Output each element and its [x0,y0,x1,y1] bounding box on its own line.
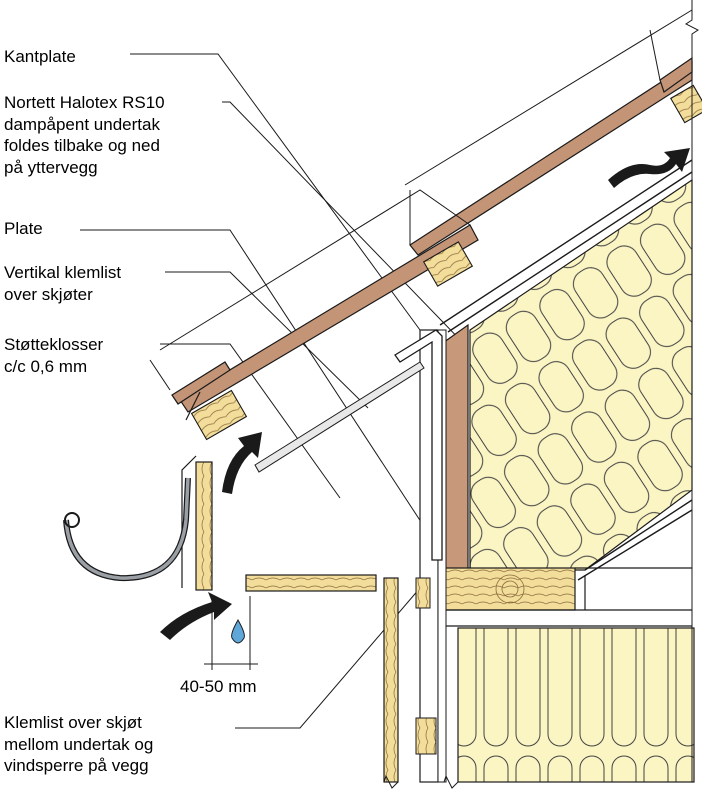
airflow-arrows [160,148,690,640]
wall-insulation [457,627,695,783]
water-drop-icon [231,618,245,644]
leader-undertak [222,101,469,349]
label-plate: Plate [4,219,43,238]
leader-kantplate [130,53,421,331]
fascia-board [181,391,213,591]
label-klemlist-skjot: Klemlist over skjøt mellom undertak og v… [4,713,154,775]
kantplate-flashing [394,329,443,561]
soffit-board [245,574,377,592]
leader-klemlist-skjot [235,587,421,729]
leader-klemlist [165,271,369,409]
label-kantplate: Kantplate [4,47,76,66]
gutter [63,477,191,582]
dimension-label: 40-50 mm [180,677,257,696]
tile-outlines [149,9,693,391]
roof-tiles [171,56,693,413]
break-marks [383,0,699,789]
plate-strip [254,361,425,473]
top-plate-beam [444,567,576,611]
label-undertak: Nortett Halotex RS10 dampåpent undertak … [4,93,165,177]
leader-plate [80,229,426,529]
leader-stotteklosser [160,343,341,499]
roof-insulation [469,178,693,571]
battens [190,84,702,441]
rafter-lines [439,159,693,581]
dimension-lines [204,596,258,670]
wall-plate-lines [445,567,692,627]
label-stotteklosser: Støtteklosser c/c 0,6 mm [4,335,104,376]
label-klemlist: Vertikal klemlist over skjøter [4,263,122,304]
leader-lines [80,53,469,729]
